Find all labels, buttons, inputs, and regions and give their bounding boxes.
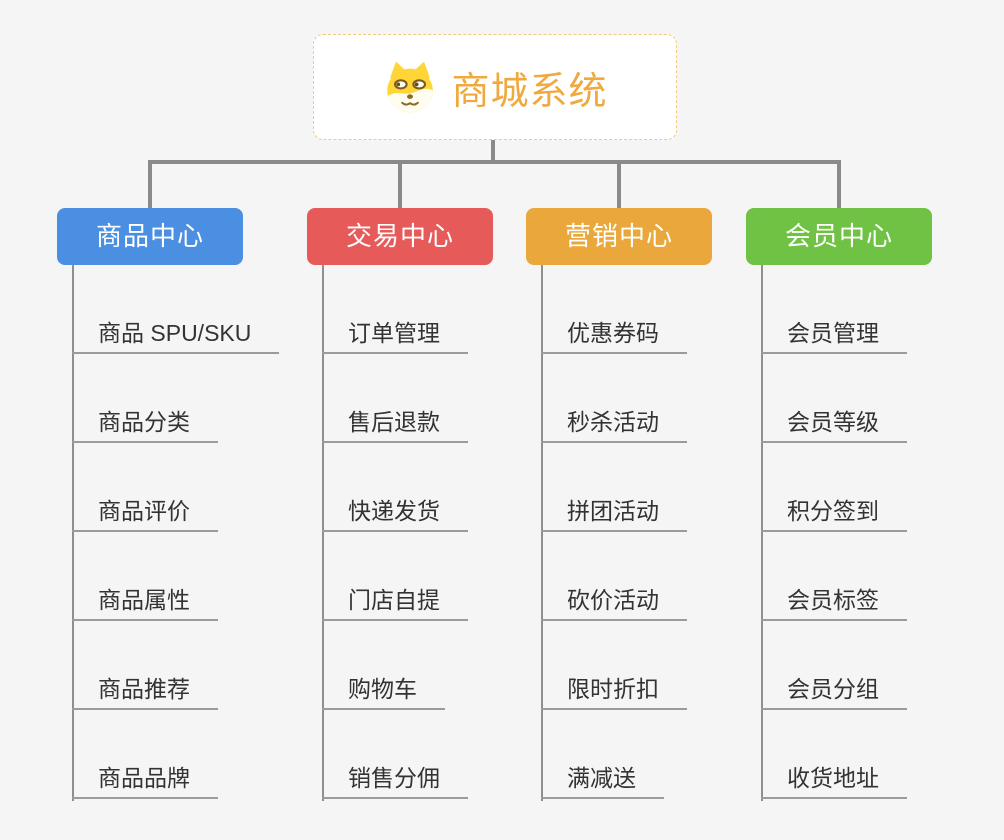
- leaf-item[interactable]: 砍价活动: [541, 581, 687, 621]
- leaf-item[interactable]: 销售分佣: [322, 759, 468, 799]
- leaf-item[interactable]: 快递发货: [322, 492, 468, 532]
- leaf-item[interactable]: 满减送: [541, 759, 664, 799]
- leaf-item[interactable]: 会员分组: [761, 670, 907, 710]
- leaf-item[interactable]: 商品评价: [72, 492, 218, 532]
- leaf-item[interactable]: 商品推荐: [72, 670, 218, 710]
- leaf-item[interactable]: 会员等级: [761, 403, 907, 443]
- leaf-item[interactable]: 订单管理: [322, 314, 468, 354]
- leaf-item[interactable]: 秒杀活动: [541, 403, 687, 443]
- leaf-item[interactable]: 优惠券码: [541, 314, 687, 354]
- connector-root-stem: [491, 140, 495, 162]
- leaf-item[interactable]: 会员标签: [761, 581, 907, 621]
- connector-drop-product: [148, 163, 152, 208]
- connector-drop-marketing: [617, 163, 621, 208]
- leaf-item[interactable]: 积分签到: [761, 492, 907, 532]
- leaf-item[interactable]: 门店自提: [322, 581, 468, 621]
- connector-branch-rail-marketing: [541, 265, 543, 801]
- leaf-item[interactable]: 售后退款: [322, 403, 468, 443]
- root-title: 商城系统: [451, 70, 608, 113]
- leaf-item[interactable]: 商品品牌: [72, 759, 218, 799]
- leaf-item[interactable]: 限时折扣: [541, 670, 687, 710]
- connector-drop-member: [837, 163, 841, 208]
- leaf-item[interactable]: 商品 SPU/SKU: [72, 314, 280, 354]
- connector-branch-rail-trade: [322, 265, 324, 801]
- leaf-item[interactable]: 拼团活动: [541, 492, 687, 532]
- connector-drop-trade: [398, 163, 402, 208]
- leaf-item[interactable]: 会员管理: [761, 314, 907, 354]
- leaf-item[interactable]: 商品属性: [72, 581, 218, 621]
- branch-node-marketing[interactable]: 营销中心: [526, 208, 712, 265]
- branch-node-member[interactable]: 会员中心: [746, 208, 932, 265]
- connector-bus: [148, 160, 841, 164]
- branch-node-product[interactable]: 商品中心: [57, 208, 243, 265]
- doge-icon: [382, 59, 438, 115]
- leaf-item[interactable]: 收货地址: [761, 759, 907, 799]
- root-node[interactable]: 商城系统: [313, 34, 677, 140]
- leaf-item[interactable]: 购物车: [322, 670, 445, 710]
- branch-node-trade[interactable]: 交易中心: [307, 208, 493, 265]
- connector-branch-rail-product: [72, 265, 74, 801]
- leaf-item[interactable]: 商品分类: [72, 403, 218, 443]
- connector-branch-rail-member: [761, 265, 763, 801]
